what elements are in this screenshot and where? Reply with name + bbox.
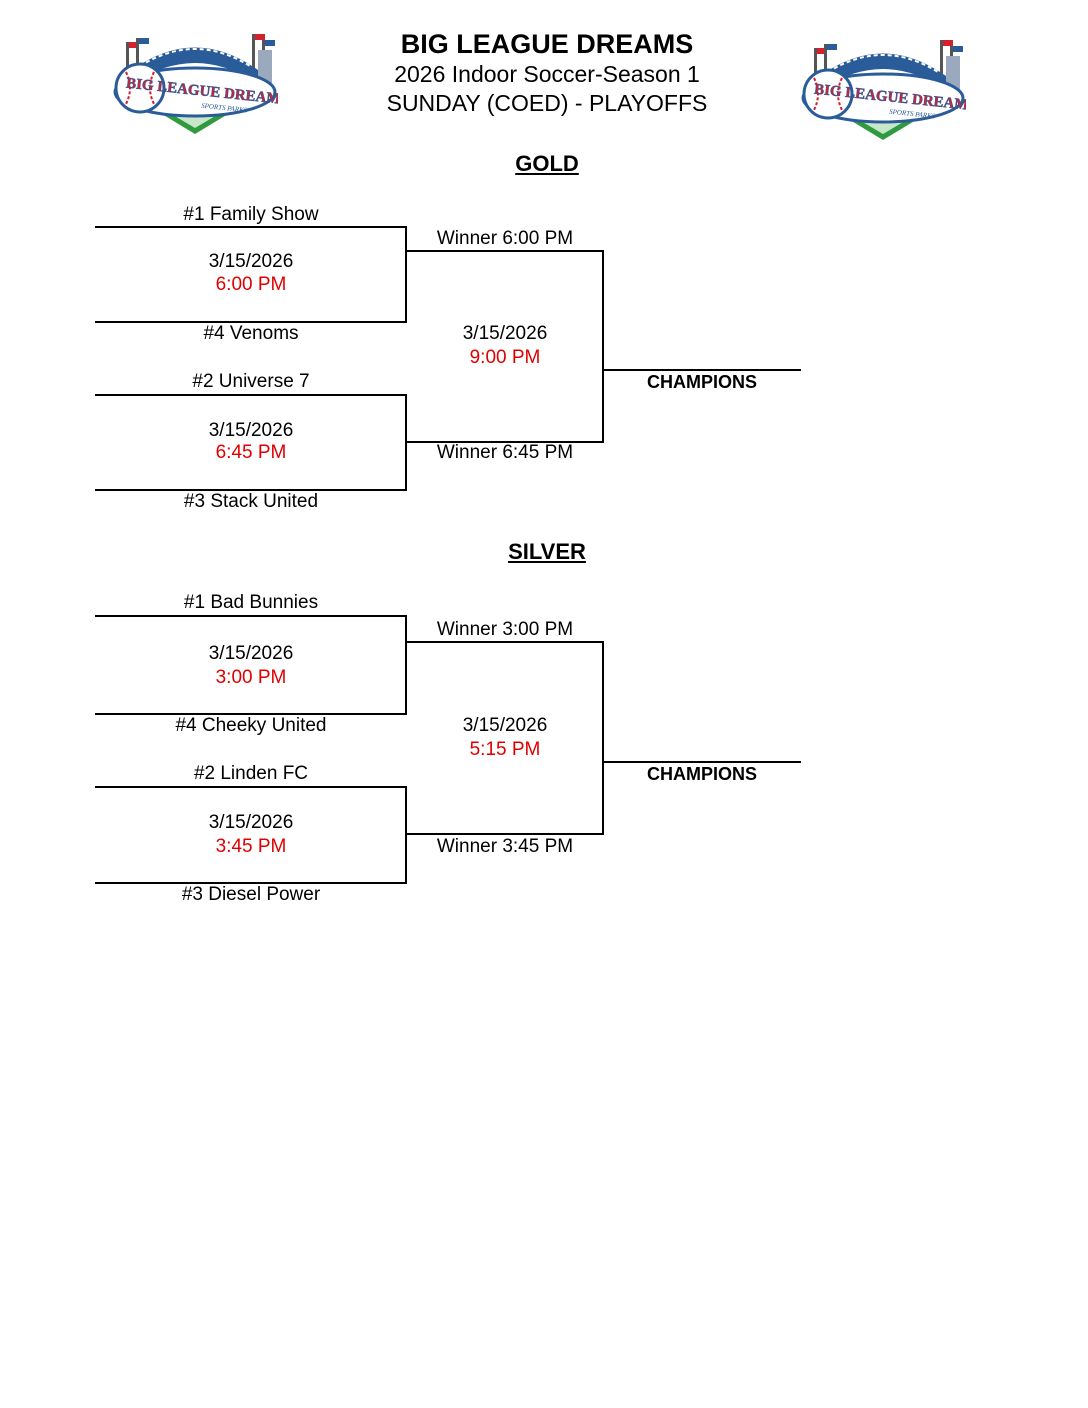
gold-heading: GOLD (515, 151, 579, 176)
bracket-line (95, 394, 407, 396)
bracket-line (405, 441, 604, 443)
gold-game1-bottom-team: #4 Venoms (203, 323, 299, 344)
logo-stadium-arch (814, 40, 963, 90)
silver-game2-bottom-team: #3 Diesel Power (181, 884, 321, 905)
silver-final-top-slot: Winner 3:00 PM (436, 619, 574, 640)
silver-game1-top-team: #1 Bad Bunnies (183, 592, 319, 613)
big-league-dreams-logo-left: BIG LEAGUE DREAMS SPORTS PARKS (113, 34, 278, 134)
logo-stadium-arch (126, 34, 275, 84)
silver-game2-date: 3/15/2026 (208, 812, 294, 833)
silver-game1-time: 3:00 PM (215, 667, 287, 688)
bracket-line (95, 713, 407, 715)
bracket-line (602, 761, 801, 763)
bracket-line (95, 786, 407, 788)
bracket-line (405, 833, 604, 835)
gold-final-top-slot: Winner 6:00 PM (436, 228, 574, 249)
silver-final-date: 3/15/2026 (462, 715, 548, 736)
gold-game2-time: 6:45 PM (215, 442, 287, 463)
gold-game2-date: 3/15/2026 (208, 420, 294, 441)
bracket-line (95, 489, 407, 491)
gold-game1-top-team: #1 Family Show (183, 204, 319, 225)
gold-game2-bottom-team: #3 Stack United (183, 491, 319, 512)
gold-game2-top-team: #2 Universe 7 (192, 371, 310, 392)
gold-final-date: 3/15/2026 (462, 323, 548, 344)
bracket-line (602, 250, 604, 443)
bracket-line (405, 226, 407, 323)
silver-champions-label: CHAMPIONS (646, 764, 757, 784)
bracket-line (405, 250, 604, 252)
bracket-line (602, 641, 604, 835)
silver-game2-top-team: #2 Linden FC (193, 763, 309, 784)
page-subtitle-2: SUNDAY (COED) - PLAYOFFS (386, 90, 708, 116)
page-subtitle: 2026 Indoor Soccer-Season 1 (394, 61, 700, 87)
bracket-line (95, 615, 407, 617)
silver-game1-date: 3/15/2026 (208, 643, 294, 664)
gold-champions-label: CHAMPIONS (646, 372, 757, 392)
big-league-dreams-logo-right: BIG LEAGUE DREAMS SPORTS PARKS (801, 40, 966, 140)
silver-game2-time: 3:45 PM (215, 836, 287, 857)
bracket-line (95, 882, 407, 884)
gold-final-time: 9:00 PM (469, 347, 541, 368)
bracket-line (95, 321, 407, 323)
page-title: BIG LEAGUE DREAMS (400, 29, 694, 59)
silver-game1-bottom-team: #4 Cheeky United (175, 715, 327, 736)
silver-final-time: 5:15 PM (469, 739, 541, 760)
gold-final-bottom-slot: Winner 6:45 PM (436, 442, 574, 463)
bracket-line (602, 369, 801, 371)
bracket-line (95, 226, 407, 228)
gold-game1-date: 3/15/2026 (208, 251, 294, 272)
gold-game1-time: 6:00 PM (215, 274, 287, 295)
bracket-line (405, 615, 407, 715)
bracket-line (405, 641, 604, 643)
bracket-line (405, 786, 407, 884)
silver-final-bottom-slot: Winner 3:45 PM (436, 836, 574, 857)
silver-heading: SILVER (508, 539, 586, 564)
